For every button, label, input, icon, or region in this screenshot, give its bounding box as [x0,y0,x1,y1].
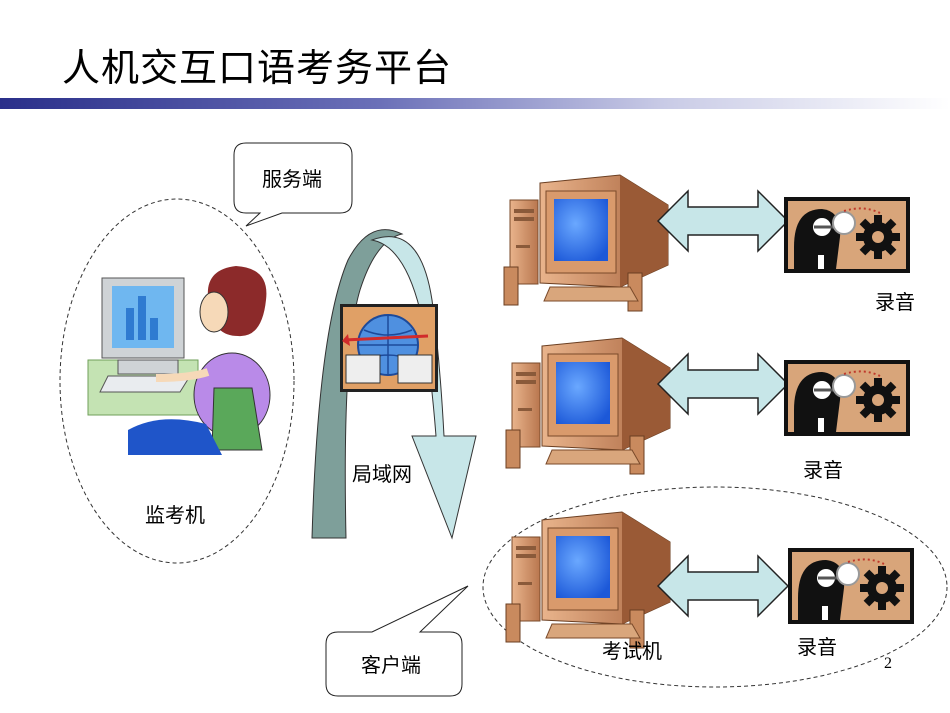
recording-icon-3 [788,548,914,624]
bidirectional-arrow-1 [657,190,789,252]
exam-machine-label: 考试机 [602,639,662,663]
client-callout-bubble [325,585,469,697]
client-computer-1 [503,174,669,312]
client-group-boundary [482,486,948,688]
server-callout-label: 服务端 [262,167,322,191]
recording-icon-2 [784,360,910,436]
recording-label-2: 录音 [803,458,843,482]
client-callout-label: 客户端 [361,653,421,677]
recording-label-1: 录音 [875,290,915,314]
recording-label-3: 录音 [797,635,837,659]
page-title: 人机交互口语考务平台 [62,46,453,90]
page-number: 2 [884,655,892,672]
lan-label: 局域网 [352,462,412,486]
network-globe-icon [340,304,438,392]
server-callout-bubble [233,142,353,227]
client-computer-3 [505,511,671,649]
proctor-workstation-image [87,266,271,455]
bidirectional-arrow-2 [657,353,789,415]
bidirectional-arrow-3 [657,555,789,617]
server-group-boundary [59,198,295,564]
title-underline-bar [0,98,950,109]
client-computer-2 [505,337,671,475]
recording-icon-1 [784,197,910,273]
proctor-machine-label: 监考机 [145,503,205,527]
